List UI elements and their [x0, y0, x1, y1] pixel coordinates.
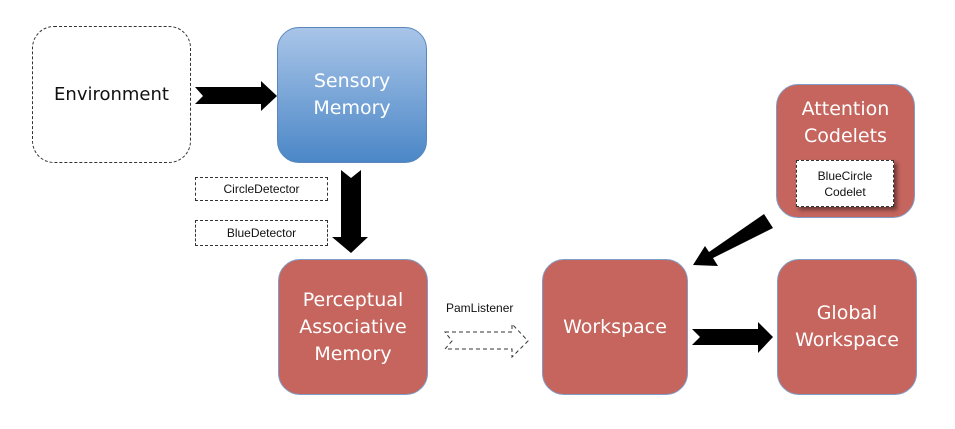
global-workspace-node: Global Workspace [777, 259, 917, 395]
pam-node: Perceptual Associative Memory [278, 259, 428, 395]
workspace-node: Workspace [542, 259, 688, 395]
environment-label: Environment [54, 84, 169, 105]
arrow-environment-to-sensory [195, 81, 277, 111]
blue-detector-tag: BlueDetector [195, 220, 328, 246]
arrow-attention-to-workspace [693, 214, 773, 266]
global-workspace-label: Global Workspace [795, 302, 899, 351]
sensory-memory-label: Sensory Memory [313, 70, 391, 119]
sensory-memory-node: Sensory Memory [277, 27, 427, 163]
pam-label: Perceptual Associative Memory [299, 288, 407, 365]
pam-listener-label: PamListener [446, 301, 514, 315]
arrow-pam-listener [443, 322, 529, 359]
workspace-label: Workspace [563, 315, 667, 338]
bluecircle-codelet-tag: BlueCircle Codelet [796, 160, 894, 207]
circle-detector-tag: CircleDetector [195, 177, 328, 201]
environment-node: Environment [32, 26, 191, 163]
arrow-workspace-to-global [692, 322, 773, 353]
attention-codelets-label: Attention Codelets [801, 98, 890, 147]
arrow-sensory-to-pam [332, 170, 368, 253]
